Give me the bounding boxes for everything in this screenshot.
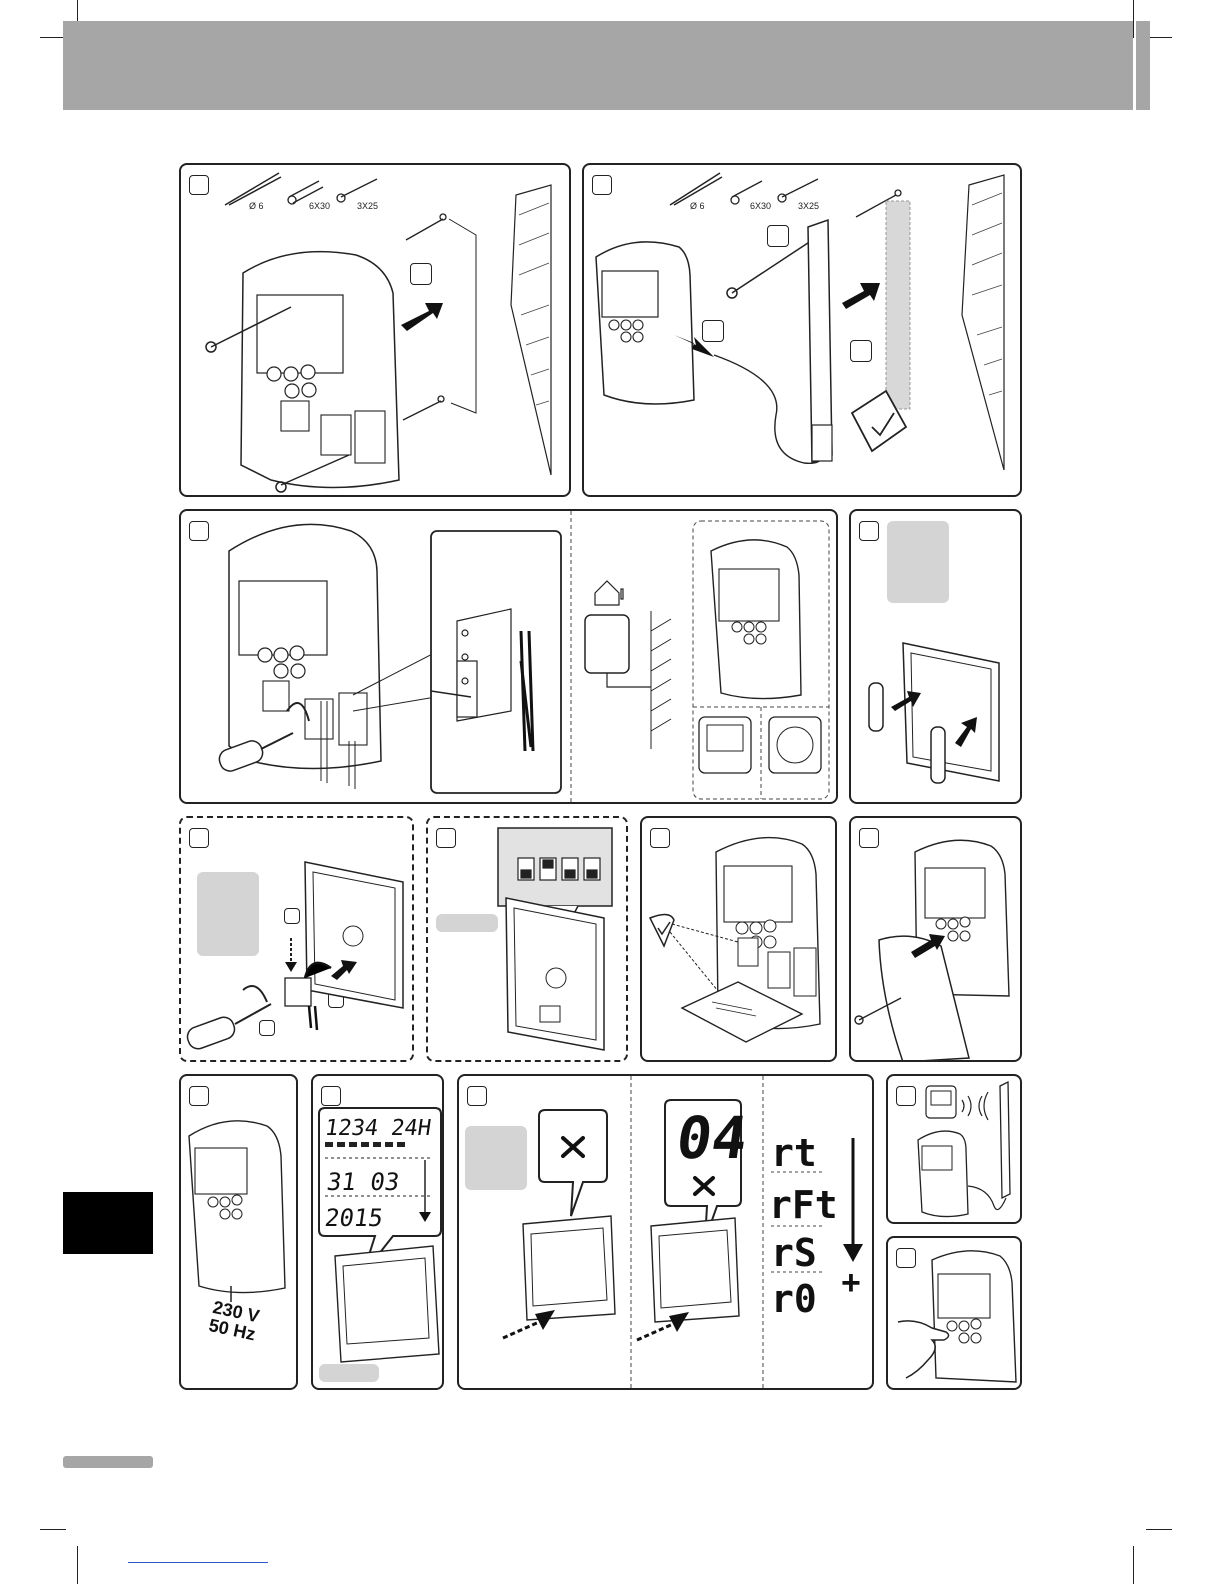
power-supply-illustration [181,1076,298,1390]
footer-link[interactable] [128,1562,268,1563]
thermostat-wiring-illustration [181,818,414,1062]
lcd-line-2: 31 03 [325,1168,401,1196]
panel-installer-menu: 04 rt rFt rS r0 + [457,1074,874,1390]
crop-mark [1133,0,1134,38]
thermostat-device [335,1246,439,1362]
screw-icon [337,179,377,202]
panel-documentation [640,816,837,1062]
controller-display [195,1148,247,1194]
press-button-illustration [888,1238,1022,1390]
wiring-illustration [181,511,838,804]
panel-dip-switches [426,816,628,1062]
controller-display [257,295,343,373]
cable [714,355,822,463]
digital-thermostat [926,1086,956,1118]
crop-mark [40,1529,66,1530]
controller-display [239,581,327,655]
panel-wiring [179,509,838,804]
cover-illustration [851,818,1022,1062]
panel-press-button [886,1236,1022,1390]
panel-bracket-mounting: Ø 6 6X30 3X25 [582,163,1022,497]
crop-mark [1146,1529,1172,1530]
drill-bit-icon [670,173,722,205]
controller-display [925,868,985,918]
code-rs: rS [771,1234,817,1272]
wireless-link-illustration [888,1076,1022,1224]
screw-icon [778,179,818,202]
lcd-line-1: 1234 24H [323,1116,432,1141]
adhesive-area [886,201,910,409]
code-rt: rt [771,1134,817,1172]
controller-display [938,1274,990,1318]
panel-wall-mounting: Ø 6 6X30 3X25 [179,163,571,497]
controller-display [922,1146,952,1170]
wall-plug-icon [731,181,762,204]
chapter-tab [63,1192,153,1254]
thermostat-device [651,1218,739,1322]
arrow-icon [401,303,443,331]
controller-display [719,569,779,621]
cable [968,1186,1006,1210]
controller-housing [189,1121,285,1293]
arrow-icon [843,1244,863,1262]
wireless-signal-icon [962,1092,988,1120]
drill-bit-icon [225,173,281,205]
house-sensor-icon [595,581,623,605]
battery-icon [869,683,883,731]
check-icon [650,914,674,946]
panel-thermostat-wiring [179,816,414,1062]
page-number-bar [63,1456,153,1468]
screw-icon [727,235,820,298]
lcd-segments [325,1142,405,1147]
wall-plug-icon [406,214,446,240]
controller-housing [918,1131,968,1216]
wall-outline [511,185,551,475]
code-rft: rFt [769,1186,838,1224]
terminal-detail [457,609,511,721]
wireless-sensor-bracket [1000,1082,1010,1198]
arrow-icon [842,283,880,309]
wall-plug-icon [403,396,444,420]
lcd-line-3: 2015 [323,1204,385,1232]
panel-cover [849,816,1022,1062]
code-r0: r0 [771,1280,817,1318]
digital-thermostat [699,717,751,773]
controller-display [602,271,658,317]
header-band [63,21,1133,110]
wall-outline [962,175,1004,470]
dial-thermostat [769,717,821,773]
panel-battery [849,509,1022,804]
lcd-value: 04 [672,1104,751,1172]
screwdriver-icon [185,1004,271,1052]
panel-date-time: 1234 24H 31 03 2015 [311,1074,444,1390]
bracket-mounting-illustration [584,165,1022,497]
dip-switch-illustration [428,818,628,1062]
thermostat-device [523,1216,615,1320]
arrow-icon [285,962,297,972]
controller-display [724,866,792,922]
outdoor-sensor [585,615,629,673]
documentation-illustration [642,818,837,1062]
wall-plug-icon [288,181,323,204]
connector [285,978,311,1006]
panel-power-supply: 230 V 50 Hz [179,1074,298,1390]
panel-wireless-link [886,1074,1022,1224]
tool-callout [539,1110,607,1216]
plus-sign: + [841,1264,861,1303]
crop-mark [1133,1546,1134,1584]
header-tab [1136,21,1150,110]
wall-mounting-illustration [181,165,571,497]
crop-mark [77,1546,78,1584]
battery-illustration [851,511,1022,804]
battery-icon [931,727,945,783]
